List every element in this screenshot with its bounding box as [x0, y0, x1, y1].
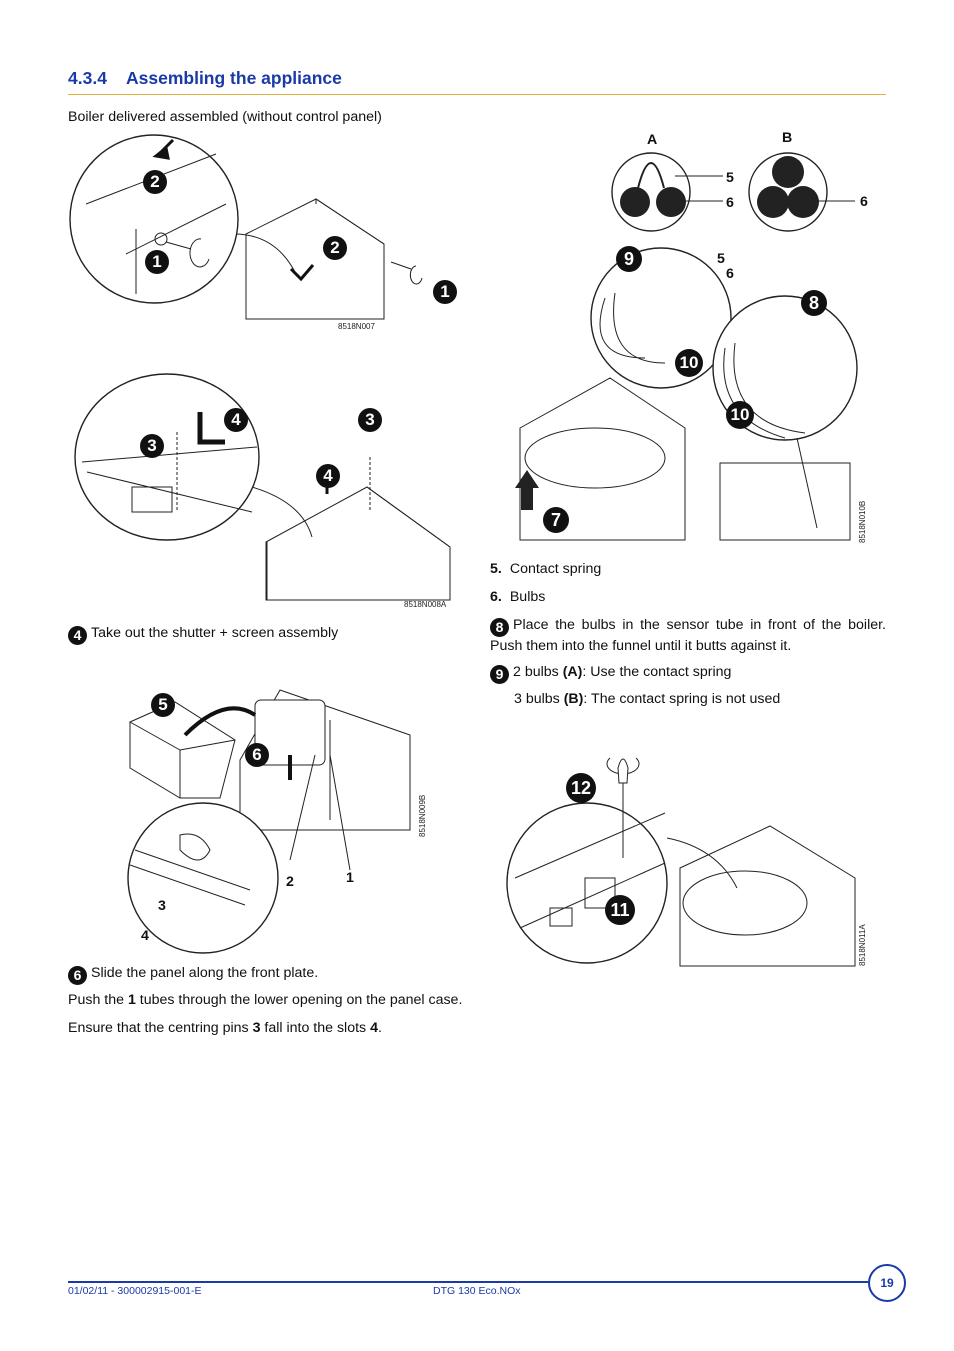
fig4-label-6b: 6	[860, 194, 868, 210]
ensure-text: Ensure that the centring pins 3 fall int…	[68, 1020, 382, 1036]
fig4-label-6a: 6	[726, 195, 734, 211]
fig3-label-2: 2	[286, 874, 294, 890]
fig5-callout-11: 11	[605, 895, 635, 925]
heading-rule	[68, 94, 886, 95]
step8-badge: 8	[490, 618, 509, 637]
fig4-label-A: A	[647, 132, 658, 148]
section-title: Assembling the appliance	[126, 68, 342, 88]
fig1-code: 8518N007	[338, 322, 375, 331]
fig4-callout-10b: 10	[726, 401, 754, 429]
footer-left: 01/02/11 - 300002915-001-E	[68, 1285, 202, 1297]
footer-center: DTG 130 Eco.NOx	[433, 1285, 521, 1297]
figure-1: 2 1 2 1 8518N007	[66, 134, 466, 334]
intro-text: Boiler delivered assembled (without cont…	[68, 109, 382, 125]
fig4-callout-9: 9	[616, 246, 642, 272]
fig3-callout-5: 5	[151, 693, 175, 717]
fig3-label-1: 1	[346, 870, 354, 886]
fig2-code: 8518N008A	[404, 600, 447, 609]
fig3-label-3: 3	[158, 898, 166, 914]
figure-4: A B 5 6 6 5 6 9 8 10 10 7 8518N010B	[505, 128, 885, 548]
item-5: 5.Contact spring	[490, 561, 602, 577]
fig1-callout-1a: 1	[145, 250, 169, 274]
section-number: 4.3.4	[68, 68, 107, 88]
footer-rule	[68, 1281, 868, 1283]
fig1-callout-2b: 2	[323, 236, 347, 260]
step6-label: Slide the panel along the front plate.	[91, 965, 319, 981]
fig3-callout-6: 6	[245, 743, 269, 767]
fig4-code: 8518N010B	[858, 500, 867, 543]
fig4-label-B: B	[782, 130, 793, 146]
step4-badge: 4	[68, 626, 87, 645]
step9-badge: 9	[490, 665, 509, 684]
fig3-label-4: 4	[141, 928, 149, 944]
fig4-callout-8: 8	[801, 290, 827, 316]
fig2-callout-4a: 4	[224, 408, 248, 432]
fig4-label-6c: 6	[726, 266, 734, 282]
fig5-callout-12: 12	[566, 773, 596, 803]
figure-2: 4 3 3 4 8518N008A	[72, 372, 462, 612]
fig4-label-5a: 5	[726, 170, 734, 186]
item-6: 6.Bulbs	[490, 589, 546, 605]
fig3-code: 8518N009B	[418, 794, 427, 837]
fig1-callout-1b: 1	[433, 280, 457, 304]
step4-label: Take out the shutter + screen assembly	[91, 625, 339, 641]
step6-badge: 6	[68, 966, 87, 985]
fig5-code: 8518N011A	[858, 924, 867, 966]
figure-3: 5 6 2 1 3 4 8518N009B	[100, 680, 440, 955]
fig2-callout-4b: 4	[316, 464, 340, 488]
fig2-callout-3a: 3	[140, 434, 164, 458]
fig1-callout-2a: 2	[143, 170, 167, 194]
figure-5: 12 11 8518N011A	[505, 738, 885, 970]
fig4-label-5b: 5	[717, 251, 725, 267]
page-number: 19	[868, 1264, 906, 1302]
fig4-callout-7: 7	[543, 507, 569, 533]
fig4-callout-10a: 10	[675, 349, 703, 377]
push-text: Push the 1 tubes through the lower openi…	[68, 992, 463, 1008]
fig2-callout-3b: 3	[358, 408, 382, 432]
step9b-text: 3 bulbs (B): The contact spring is not u…	[514, 691, 781, 707]
section-heading: 4.3.4 Assembling the appliance	[68, 68, 342, 89]
